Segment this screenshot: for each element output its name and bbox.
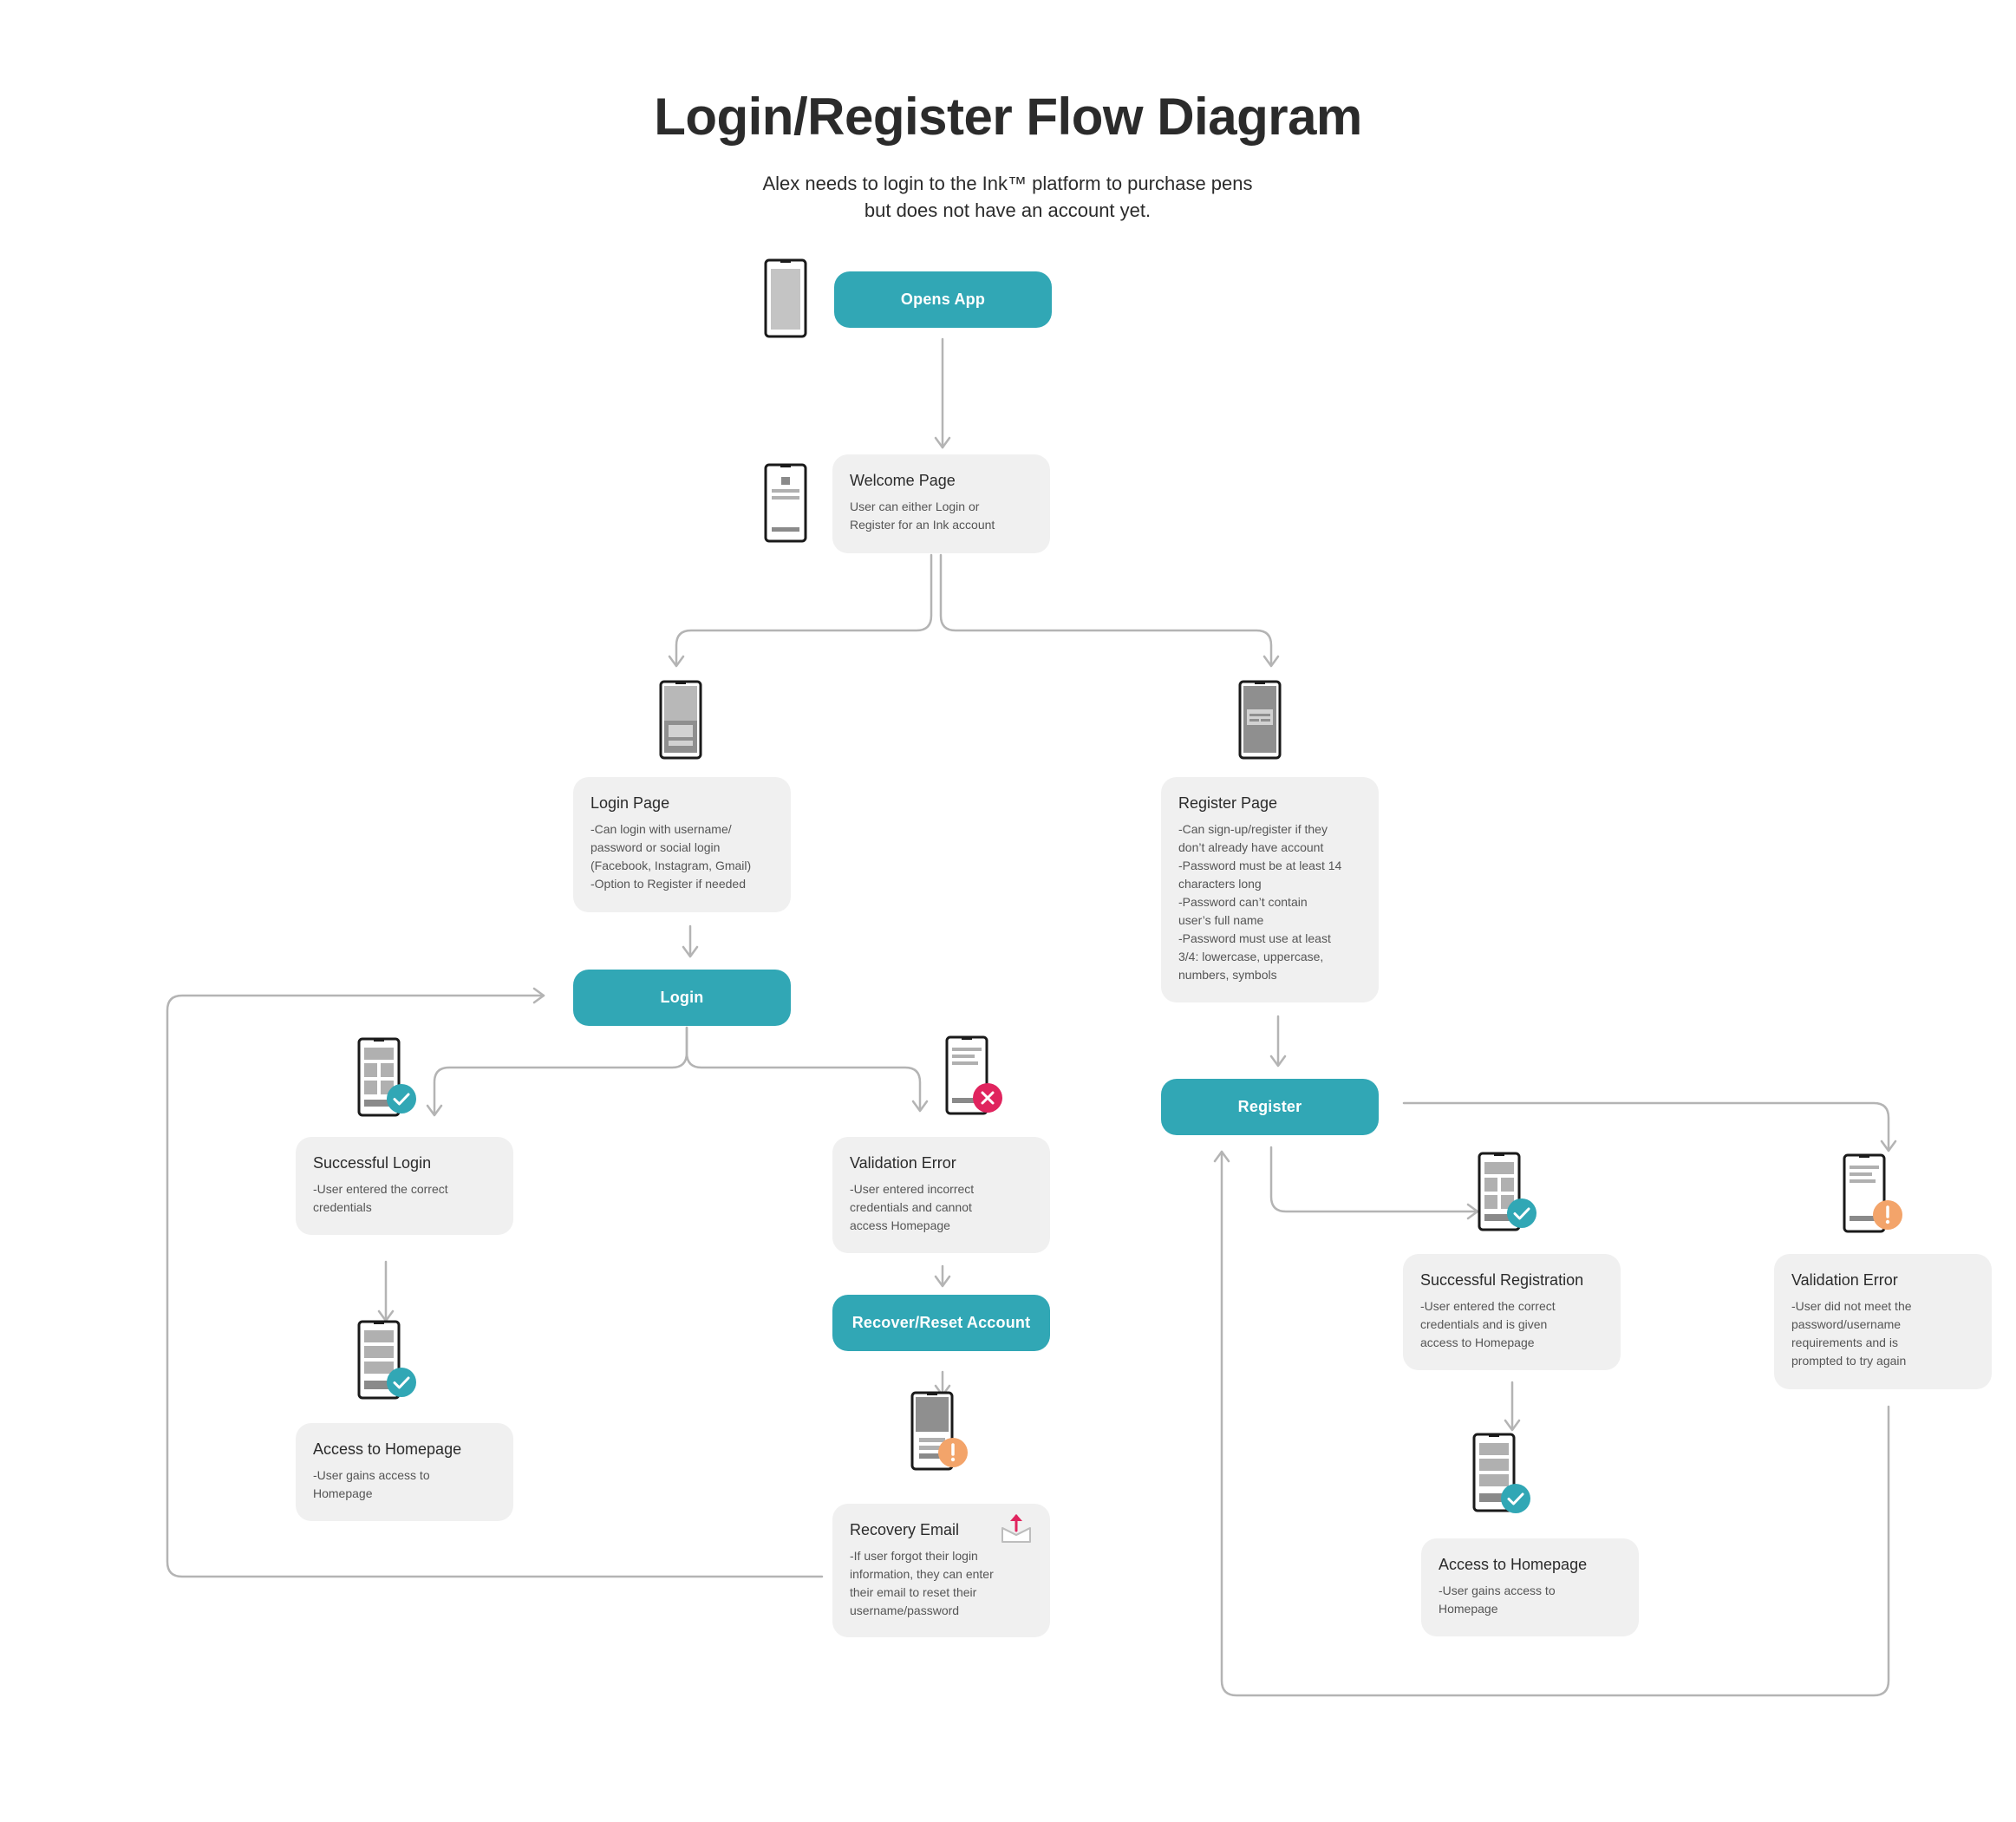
mail-upload-icon (1001, 1514, 1031, 1543)
connector-welcome-to-login-page (668, 553, 933, 668)
connector-register-page-to-register (1269, 1015, 1287, 1068)
login-page-card: Login Page -Can login with username/ pas… (573, 777, 791, 912)
access-homepage-login-card: Access to Homepage -User gains access to… (296, 1423, 513, 1521)
card-description: User can either Login or Register for an… (850, 500, 995, 532)
connector-successful-registration-to-homepage (1504, 1381, 1521, 1432)
card-description: -Can sign-up/register if they don’t alre… (1178, 822, 1342, 982)
x-badge-icon (973, 1083, 1002, 1113)
connector-validation-error-to-recover (934, 1264, 951, 1288)
card-description: -User entered incorrect credentials and … (850, 1182, 975, 1232)
card-description: -Can login with username/ password or so… (590, 822, 752, 891)
welcome-page-card: Welcome Page User can either Login or Re… (832, 454, 1050, 553)
card-title: Login Page (590, 794, 670, 812)
register-button[interactable]: Register (1161, 1079, 1379, 1135)
card-description: -User entered the correct credentials an… (1420, 1299, 1556, 1349)
connector-welcome-to-register-page (939, 553, 1280, 668)
check-badge-icon (387, 1368, 416, 1397)
connector-register-to-validation-error (1402, 1101, 1897, 1153)
register-page-card: Register Page -Can sign-up/register if t… (1161, 777, 1379, 1002)
connector-validation-error-to-register (1213, 1150, 1890, 1697)
connector-recovery-email-to-login (166, 987, 824, 1578)
check-badge-icon (1507, 1198, 1536, 1228)
connector-login-page-to-login (682, 924, 699, 958)
card-title: Successful Login (313, 1154, 432, 1172)
card-description: -User entered the correct credentials (313, 1182, 448, 1214)
successful-registration-card: Successful Registration -User entered th… (1403, 1254, 1621, 1370)
card-description: -If user forgot their login information,… (850, 1549, 994, 1617)
login-button[interactable]: Login (573, 970, 791, 1026)
exclamation-badge-icon (1873, 1200, 1902, 1230)
card-title: Welcome Page (850, 472, 956, 489)
check-badge-icon (387, 1084, 416, 1113)
card-title: Access to Homepage (1439, 1556, 1588, 1573)
register-validation-error-card: Validation Error -User did not meet the … (1774, 1254, 1992, 1389)
successful-login-card: Successful Login -User entered the corre… (296, 1137, 513, 1235)
connector-login-to-validation-error (685, 1026, 929, 1113)
connector-register-to-successful-registration (1269, 1146, 1479, 1220)
phone-icon-login-page (659, 680, 702, 760)
card-title: Register Page (1178, 794, 1278, 812)
subtitle-line-1: Alex needs to login to the Ink™ platform… (762, 173, 1253, 194)
recovery-email-card: Recovery Email -If user forgot their log… (832, 1504, 1050, 1637)
connector-opens-app-to-welcome (934, 337, 951, 449)
card-title: Validation Error (1791, 1271, 1898, 1289)
connector-login-to-successful-login (426, 1026, 688, 1117)
page-title: Login/Register Flow Diagram (654, 88, 1362, 146)
check-badge-icon (1501, 1484, 1530, 1513)
connector-successful-login-to-homepage (377, 1260, 395, 1322)
card-title: Validation Error (850, 1154, 956, 1172)
login-validation-error-card: Validation Error -User entered incorrect… (832, 1137, 1050, 1253)
card-title: Access to Homepage (313, 1440, 462, 1458)
page-subtitle: Alex needs to login to the Ink™ platform… (574, 170, 1441, 224)
phone-icon-register-page (1238, 680, 1282, 760)
subtitle-line-2: but does not have an account yet. (864, 199, 1152, 221)
opens-app-button[interactable]: Opens App (834, 271, 1052, 328)
card-description: -User gains access to Homepage (1439, 1584, 1556, 1616)
phone-icon-opens-app (764, 258, 807, 338)
card-title: Recovery Email (850, 1521, 960, 1538)
recover-reset-account-button[interactable]: Recover/Reset Account (832, 1295, 1050, 1351)
phone-icon-welcome (764, 463, 807, 543)
access-homepage-register-card: Access to Homepage -User gains access to… (1421, 1538, 1639, 1636)
card-description: -User gains access to Homepage (313, 1468, 430, 1500)
card-title: Successful Registration (1420, 1271, 1584, 1289)
exclamation-badge-icon (938, 1438, 968, 1467)
card-description: -User did not meet the password/username… (1791, 1299, 1912, 1368)
